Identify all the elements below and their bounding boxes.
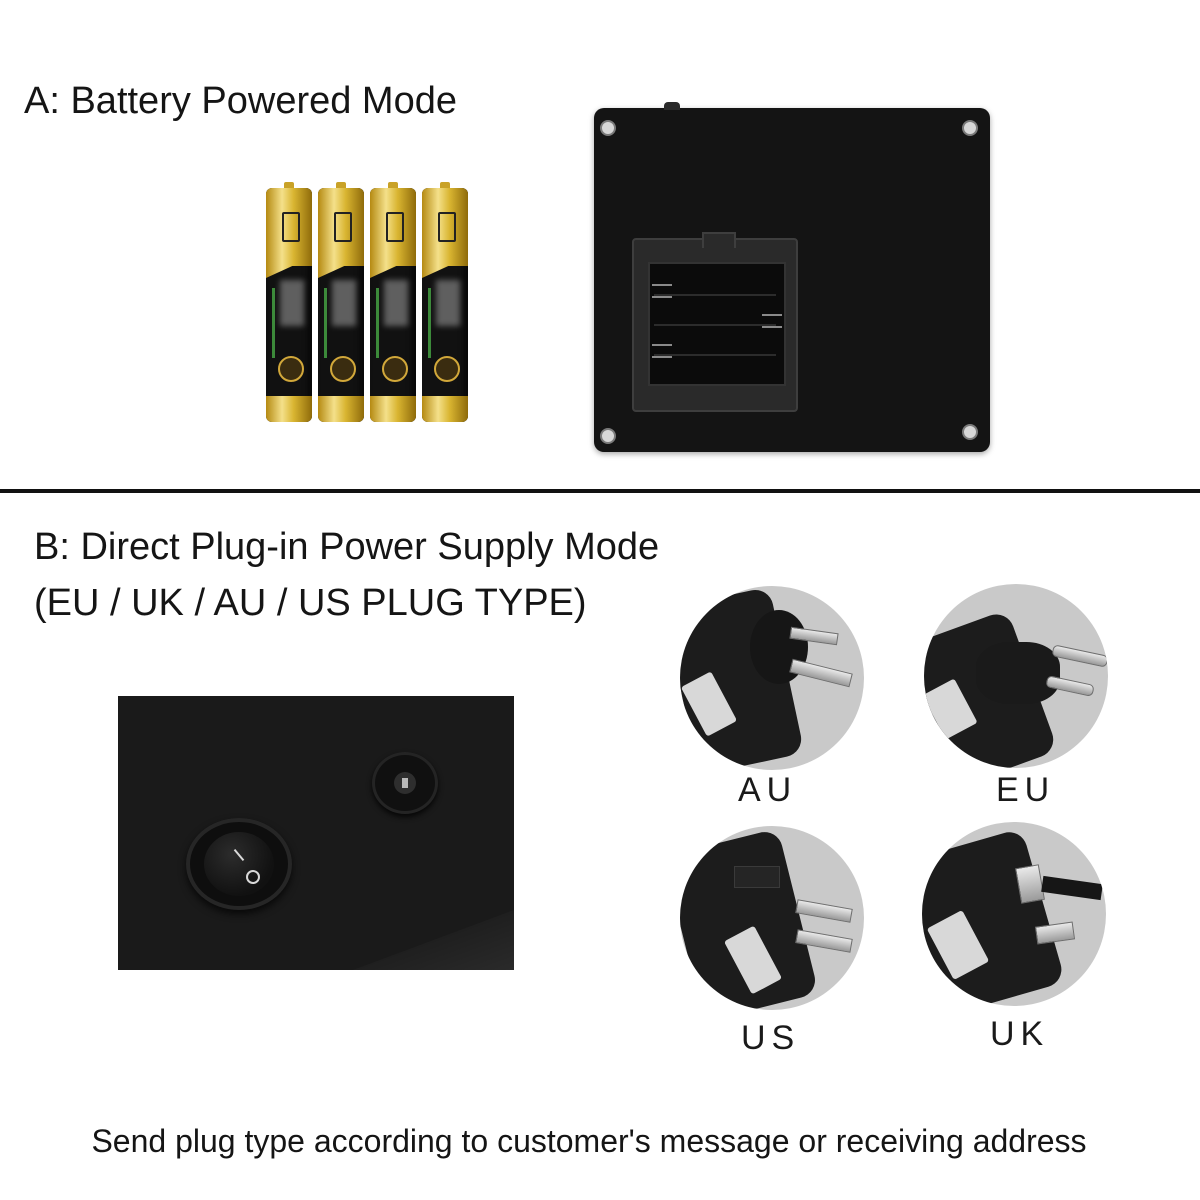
battery-compartment [632,232,798,412]
device-top-nub [664,102,680,110]
uk-plug-image [922,822,1106,1006]
screw-icon [600,428,616,444]
section-divider [0,489,1200,493]
screw-icon [600,120,616,136]
plug-label-us: US [741,1019,801,1057]
eu-plug-image [924,584,1108,768]
screw-icon [962,120,978,136]
plug-label-eu: EU [996,771,1056,809]
battery [266,182,312,422]
rocker-switch-icon [186,818,292,910]
plug-label-uk: UK [990,1015,1050,1053]
battery [422,182,468,422]
au-plug-image [680,586,864,770]
plug-label-au: AU [738,771,798,809]
screw-icon [962,424,978,440]
dc-jack-icon [372,752,438,814]
us-plug-image [680,826,864,1010]
footer-note: Send plug type according to customer's m… [91,1123,1087,1159]
battery [318,182,364,422]
section-b-subtitle: (EU / UK / AU / US PLUG TYPE) [34,582,587,624]
device-back-panel [594,102,990,452]
power-switch-panel [118,696,514,970]
section-a-title: A: Battery Powered Mode [24,80,457,122]
battery [370,182,416,422]
section-b-title: B: Direct Plug-in Power Supply Mode [34,526,660,568]
